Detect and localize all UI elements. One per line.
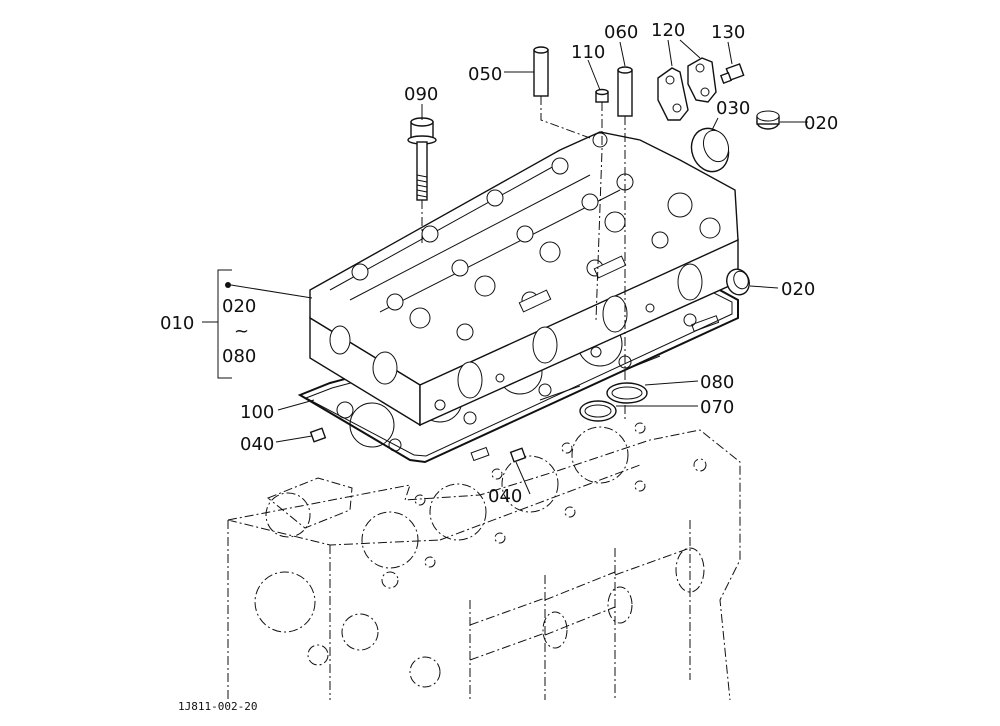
pin-040-right xyxy=(509,447,527,463)
callout-100: 100 xyxy=(240,402,274,423)
figure-code: 1J811-002-20 xyxy=(178,700,257,713)
hanger-120 xyxy=(657,57,717,121)
callout-030: 030 xyxy=(716,98,750,119)
valve-guide-050 xyxy=(533,46,591,139)
cylinder-head xyxy=(309,131,739,427)
callout-labels: 090 050 110 060 120 130 030 020 020 080 … xyxy=(160,20,838,713)
callout-040-left: 040 xyxy=(240,434,274,455)
callout-070: 070 xyxy=(700,397,734,418)
engine-block xyxy=(227,422,741,701)
bolt-090 xyxy=(407,117,437,245)
o-ring-080 xyxy=(606,382,648,404)
pin-040-left xyxy=(309,427,327,443)
screw-130 xyxy=(719,63,745,85)
plug-110 xyxy=(595,88,609,321)
group-range-sep: ~ xyxy=(234,321,249,342)
callout-120: 120 xyxy=(651,20,685,41)
callout-080: 080 xyxy=(700,372,734,393)
leader-lines xyxy=(202,39,808,495)
callout-060: 060 xyxy=(604,22,638,43)
o-ring-070 xyxy=(579,400,617,422)
group-range-from: 020 xyxy=(222,296,256,317)
callout-050: 050 xyxy=(468,64,502,85)
callout-020-top: 020 xyxy=(804,113,838,134)
plug-020-lower xyxy=(726,268,750,296)
callout-020-lower: 020 xyxy=(781,279,815,300)
group-number: 010 xyxy=(160,313,194,334)
callout-090: 090 xyxy=(404,84,438,105)
callout-040-right: 040 xyxy=(488,486,522,507)
valve-guide-060 xyxy=(617,66,633,420)
callout-110: 110 xyxy=(571,42,605,63)
seal-020-top xyxy=(756,110,780,130)
group-range-to: 080 xyxy=(222,346,256,367)
plug-030 xyxy=(690,127,730,173)
callout-130: 130 xyxy=(711,22,745,43)
